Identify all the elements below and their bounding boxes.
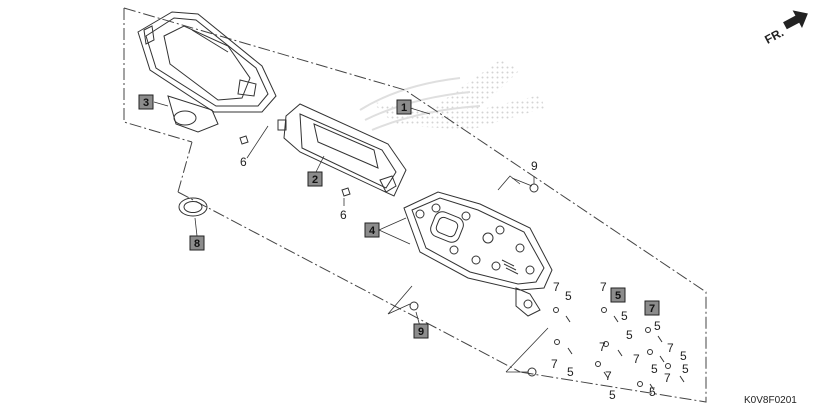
callout-5: 5 — [626, 328, 633, 342]
callout-box-2: 2 — [307, 171, 323, 187]
front-label: FR. — [762, 25, 786, 46]
plain-callouts: 6 6 9 7 5 7 5 7 5 7 7 5 7 5 5 7 5 5 7 5 … — [240, 155, 689, 402]
callout-label: 9 — [418, 326, 424, 338]
callout-7: 7 — [600, 280, 607, 294]
fastener-cluster — [553, 307, 685, 391]
callout-6: 6 — [340, 208, 347, 222]
callout-7: 7 — [551, 357, 558, 371]
callout-box-4: 4 — [364, 222, 380, 238]
callout-7: 7 — [599, 340, 606, 354]
callout-box-5: 5 — [610, 287, 626, 303]
meter-panel-part — [277, 103, 407, 197]
leader-lines — [153, 101, 549, 373]
callout-label: 2 — [312, 174, 318, 186]
callout-box-1: 1 — [396, 99, 412, 115]
callout-7: 7 — [667, 341, 674, 355]
meter-case-part — [403, 191, 553, 317]
callout-7: 7 — [605, 369, 612, 383]
callout-9: 9 — [531, 159, 538, 173]
callout-5: 5 — [565, 289, 572, 303]
callout-label: 7 — [649, 303, 655, 315]
callout-5: 5 — [621, 309, 628, 323]
brand-watermark — [359, 60, 545, 131]
callout-5: 5 — [680, 349, 687, 363]
callout-label: 4 — [369, 225, 376, 237]
callout-5: 5 — [651, 362, 658, 376]
callout-7: 7 — [664, 371, 671, 385]
callout-5: 5 — [682, 362, 689, 376]
callout-label: 3 — [143, 97, 149, 109]
callout-label: 5 — [615, 290, 621, 302]
callout-6: 6 — [240, 155, 247, 169]
callout-label: 8 — [194, 238, 200, 250]
callout-7: 7 — [553, 280, 560, 294]
callout-box-3: 3 — [138, 94, 154, 110]
callout-5: 5 — [609, 388, 616, 402]
front-direction-indicator: FR. — [762, 10, 808, 47]
assembly-boundary — [123, 7, 707, 403]
callout-box-7: 7 — [644, 300, 660, 316]
callout-5: 5 — [567, 365, 574, 379]
callout-7: 7 — [633, 352, 640, 366]
arrow-right-icon — [783, 10, 808, 30]
callout-5: 5 — [654, 319, 661, 333]
diagram-code: K0V8F0201 — [744, 395, 797, 406]
callout-label: 1 — [401, 102, 407, 114]
screw-9-parts — [409, 183, 539, 377]
callout-box-9: 9 — [413, 323, 429, 339]
grommet-part — [178, 197, 208, 217]
callout-5: 5 — [649, 385, 656, 399]
screw-6-parts — [239, 135, 351, 197]
meter-cover-part — [137, 11, 277, 133]
callout-box-8: 8 — [189, 235, 205, 251]
